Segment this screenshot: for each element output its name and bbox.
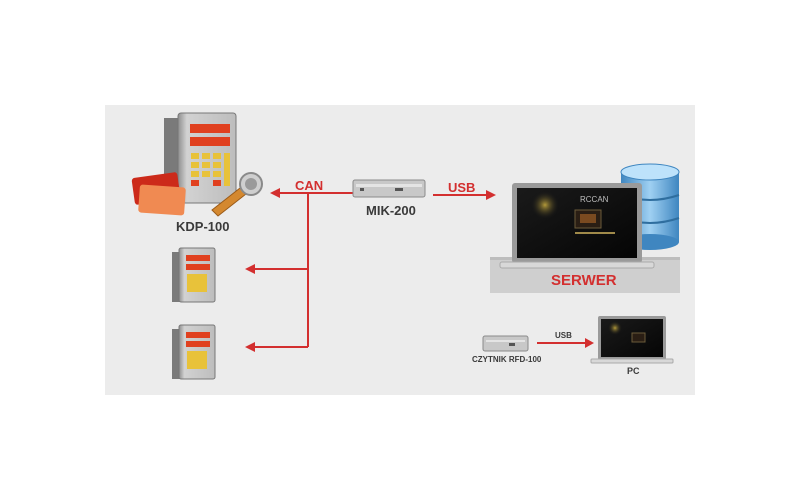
pc-laptop-icon: [590, 316, 674, 364]
czytnik-rfd-100-label: CZYTNIK RFD-100: [472, 355, 542, 364]
usb-small-arrow: [537, 338, 594, 348]
usb-arrow: [433, 190, 496, 200]
usb-label: USB: [448, 180, 476, 195]
controller-2-icon: [172, 247, 216, 303]
serwer-label: SERWER: [551, 272, 617, 289]
laptop-icon: [499, 183, 655, 269]
can-label: CAN: [295, 178, 324, 193]
controller-3-icon: [172, 324, 216, 380]
usb-converter-icon: [352, 179, 426, 198]
can-bus-lines: [252, 192, 355, 348]
kdp-100-label: KDP-100: [176, 219, 230, 234]
laptop-screen-text: RCCAN: [580, 195, 609, 204]
usb-small-label: USB: [555, 331, 572, 340]
card-reader-icon: [482, 335, 529, 352]
rfid-card-icon: [131, 172, 186, 216]
mik-200-label: MIK-200: [366, 203, 416, 218]
key-fob-icon: [211, 172, 263, 217]
can-arrowheads: [245, 188, 280, 352]
pc-label: PC: [627, 366, 640, 376]
